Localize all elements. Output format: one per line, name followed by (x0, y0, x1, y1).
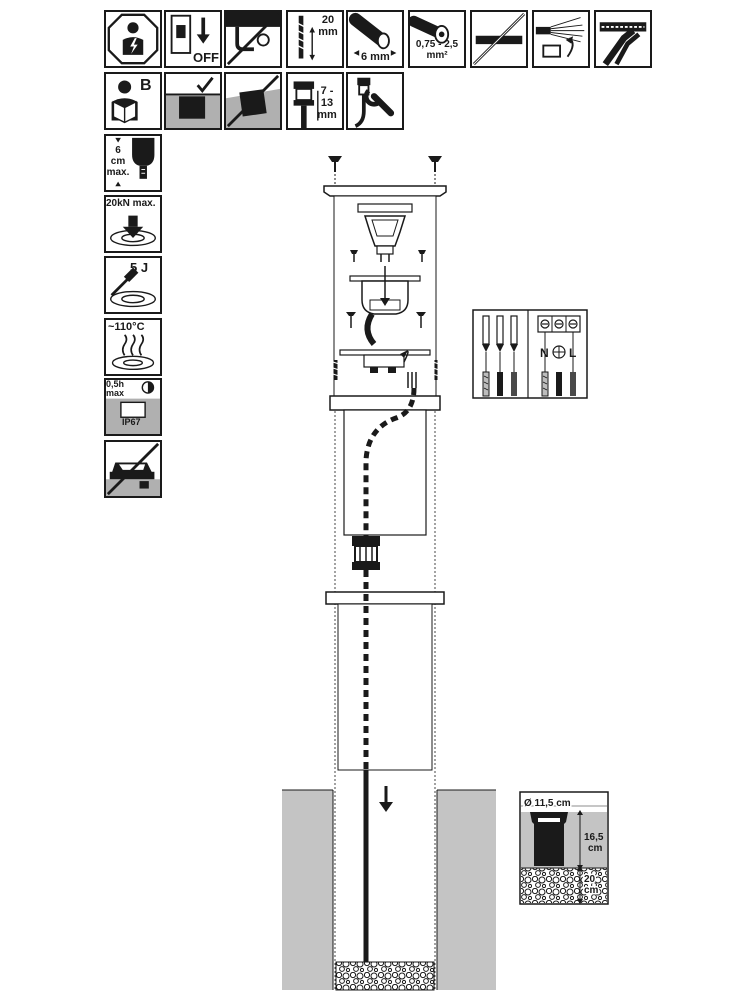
wire-stripper-icon (594, 10, 652, 68)
lamp-bulb (363, 215, 407, 262)
wire-section-icon (408, 10, 466, 68)
foundation-height-line2: cm (588, 843, 603, 854)
level-ok-icon (164, 72, 222, 130)
recess-depth-icon (104, 134, 162, 192)
no-car-icon (104, 440, 162, 498)
impact-rating-icon (104, 256, 162, 314)
cable-range-value: 7 - 13 mm (317, 85, 337, 121)
top-screw-left (328, 156, 342, 172)
mid-screw-right (418, 250, 426, 262)
insert-arrow (379, 786, 393, 812)
cover-ring (323, 185, 447, 197)
off-label: OFF (193, 50, 219, 65)
cable-path (363, 387, 417, 770)
foundation-diameter: Ø 11,5 cm (524, 798, 571, 809)
cable-diameter-value: 6 mm (361, 51, 390, 63)
anchor-right (432, 360, 440, 380)
load-rating-value: 20kN max. (106, 198, 156, 209)
cable-diameter-icon (346, 10, 404, 68)
recess-depth-value: 6 cm max. (106, 145, 130, 178)
immersion-time: 0,5h max (106, 379, 125, 398)
cable-gland (352, 536, 380, 570)
housing-lower (337, 603, 433, 771)
housing-flange (325, 591, 445, 605)
terminal-label-live: L (569, 346, 576, 360)
mid-screw-left (350, 250, 358, 262)
ground-trench (282, 789, 496, 991)
lamp-holder (349, 266, 421, 315)
twisted-wires-icon (532, 10, 590, 68)
electrician-icon (104, 10, 162, 68)
temperature-value: ~110°C (108, 321, 145, 333)
power-off-icon (164, 10, 222, 68)
no-water-tap-icon (224, 10, 282, 68)
load-rating-icon (104, 195, 162, 253)
foundation-gravel-line1: 20 (584, 874, 596, 885)
drill-depth-icon (286, 10, 344, 68)
read-manual-icon (104, 72, 162, 130)
foundation-inset (519, 791, 609, 905)
immersion-icon (104, 378, 162, 436)
wrench-tighten-icon (346, 72, 404, 130)
terminal-label-neutral: N (540, 346, 549, 360)
anchor-left (332, 360, 340, 380)
terminal-inset (472, 309, 588, 399)
wire-section-value: 0,75 - 2,5 mm² (415, 39, 459, 61)
top-screw-right (428, 156, 442, 172)
cable-gland-icon (286, 72, 344, 130)
no-cable-icon (470, 10, 528, 68)
ip-rating-value: IP67 (122, 417, 141, 427)
lower-screw-left (346, 312, 356, 328)
level-wrong-icon (224, 72, 282, 130)
stripped-wires (407, 372, 417, 388)
inner-box (343, 409, 427, 536)
foundation-height-line1: 16,5 (584, 832, 604, 843)
foundation-gravel-line2: cm (584, 885, 599, 896)
mounting-plate (339, 349, 431, 373)
housing-collar (329, 395, 441, 411)
strip-length-value: 20 mm (318, 14, 338, 38)
manual-letter: B (140, 77, 152, 94)
impact-rating-value: 5 J (130, 260, 149, 275)
glass-disc (357, 203, 413, 213)
lower-screw-right (416, 312, 426, 328)
